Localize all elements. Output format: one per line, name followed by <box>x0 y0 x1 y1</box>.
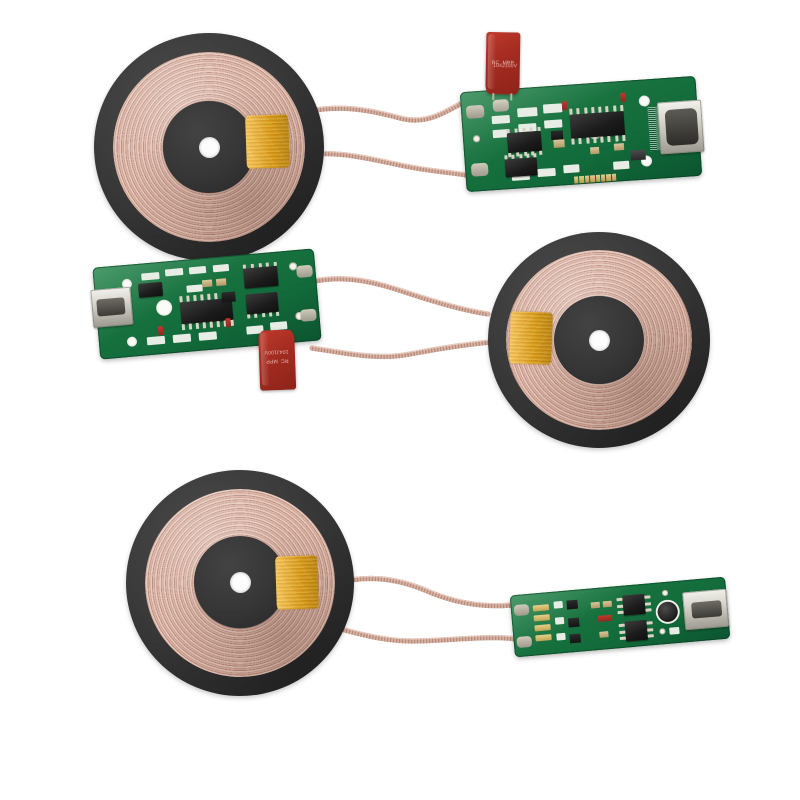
silkscreen-mark <box>554 616 565 625</box>
ic-pin-row <box>616 597 624 615</box>
capacitor-legs <box>492 93 512 101</box>
silkscreen-mark <box>553 600 563 609</box>
transmitter-pcb-2: RC MPP 104J100V <box>90 248 322 391</box>
micro-usb-connector <box>90 286 134 328</box>
assembly-2: RC MPP 104J100V <box>0 220 800 460</box>
ic-pin-row <box>646 621 654 638</box>
smd-component <box>630 149 646 161</box>
transmitter-pcb-1: RC MPP 104J100V <box>459 31 705 193</box>
usb-c-connector <box>656 99 705 155</box>
ic-pin-row <box>644 595 652 612</box>
smd-capacitor <box>569 633 582 644</box>
wireless-charging-coil-2 <box>488 232 710 448</box>
capacitor-label-1: RC MPP <box>491 59 515 67</box>
smd-diode <box>597 614 613 622</box>
silkscreen-mark <box>556 632 566 641</box>
smd-resistor <box>553 139 565 148</box>
coil-wire-solder-pad <box>296 264 314 279</box>
coil-center-hole <box>589 330 610 351</box>
silkscreen-mark <box>491 114 511 125</box>
assembly-3 <box>0 455 800 705</box>
smd-resistor <box>613 143 625 151</box>
silkscreen-mark <box>186 284 203 293</box>
kapton-tape-band-1 <box>245 114 290 169</box>
smd-capacitor <box>566 599 579 610</box>
coil-wire-solder-pad <box>470 162 489 177</box>
capacitor-label-2: RC MPP <box>265 356 289 364</box>
micro-usb-port-opening <box>96 297 126 317</box>
ic-chip <box>506 130 543 154</box>
smd-led <box>620 92 626 103</box>
film-capacitor-2: RC MPP <box>258 329 297 391</box>
silkscreen-mark <box>543 119 563 129</box>
silkscreen-mark <box>669 626 680 635</box>
silkscreen-mark <box>517 107 538 118</box>
ic-chip <box>622 593 646 616</box>
smd-resistor <box>599 631 609 638</box>
smd-capacitor <box>221 291 236 303</box>
micro-usb-connector <box>682 588 730 631</box>
smd-resistor <box>602 600 613 608</box>
coil-center-hole <box>230 572 251 593</box>
smd-resistor <box>201 279 213 288</box>
micro-usb-port-opening <box>691 600 723 619</box>
silkscreen-mark <box>172 333 192 344</box>
coil-wire-solder-pad <box>492 98 510 113</box>
usb-c-port-opening <box>664 107 699 147</box>
coil-center-hole <box>199 137 220 158</box>
ic-chip <box>137 281 164 298</box>
ic-chip <box>243 265 279 289</box>
coil-wire-solder-pad <box>513 603 530 617</box>
silkscreen-mark <box>613 160 630 170</box>
smd-capacitor <box>567 617 580 628</box>
ic-chip <box>504 157 538 178</box>
kapton-tape-band-2 <box>509 311 553 365</box>
silkscreen-mark <box>146 335 166 346</box>
smd-led <box>157 325 164 336</box>
smd-resistor <box>215 278 227 287</box>
coil-wire-solder-pad <box>465 104 485 119</box>
smd-resistor <box>590 601 601 609</box>
film-capacitor-1: RC MPP <box>485 31 521 101</box>
silkscreen-mark <box>542 103 563 114</box>
kapton-tape-band-3 <box>275 555 319 610</box>
transmitter-pcb-3 <box>509 576 731 658</box>
silkscreen-mark <box>537 167 556 178</box>
ic-chip <box>624 619 649 642</box>
silkscreen-mark <box>212 263 230 273</box>
coil-wire-solder-pad <box>516 635 533 649</box>
coil-wire-solder-pad <box>299 308 317 322</box>
silkscreen-mark <box>198 331 218 341</box>
silkscreen-mark <box>188 265 207 275</box>
smd-led <box>225 318 232 328</box>
smd-capacitor <box>550 130 564 141</box>
ic-pin-row <box>618 623 626 641</box>
smd-led <box>561 100 568 111</box>
wireless-charging-coil-3 <box>126 470 354 696</box>
smd-resistor <box>589 146 600 155</box>
silkscreen-mark <box>563 164 580 174</box>
